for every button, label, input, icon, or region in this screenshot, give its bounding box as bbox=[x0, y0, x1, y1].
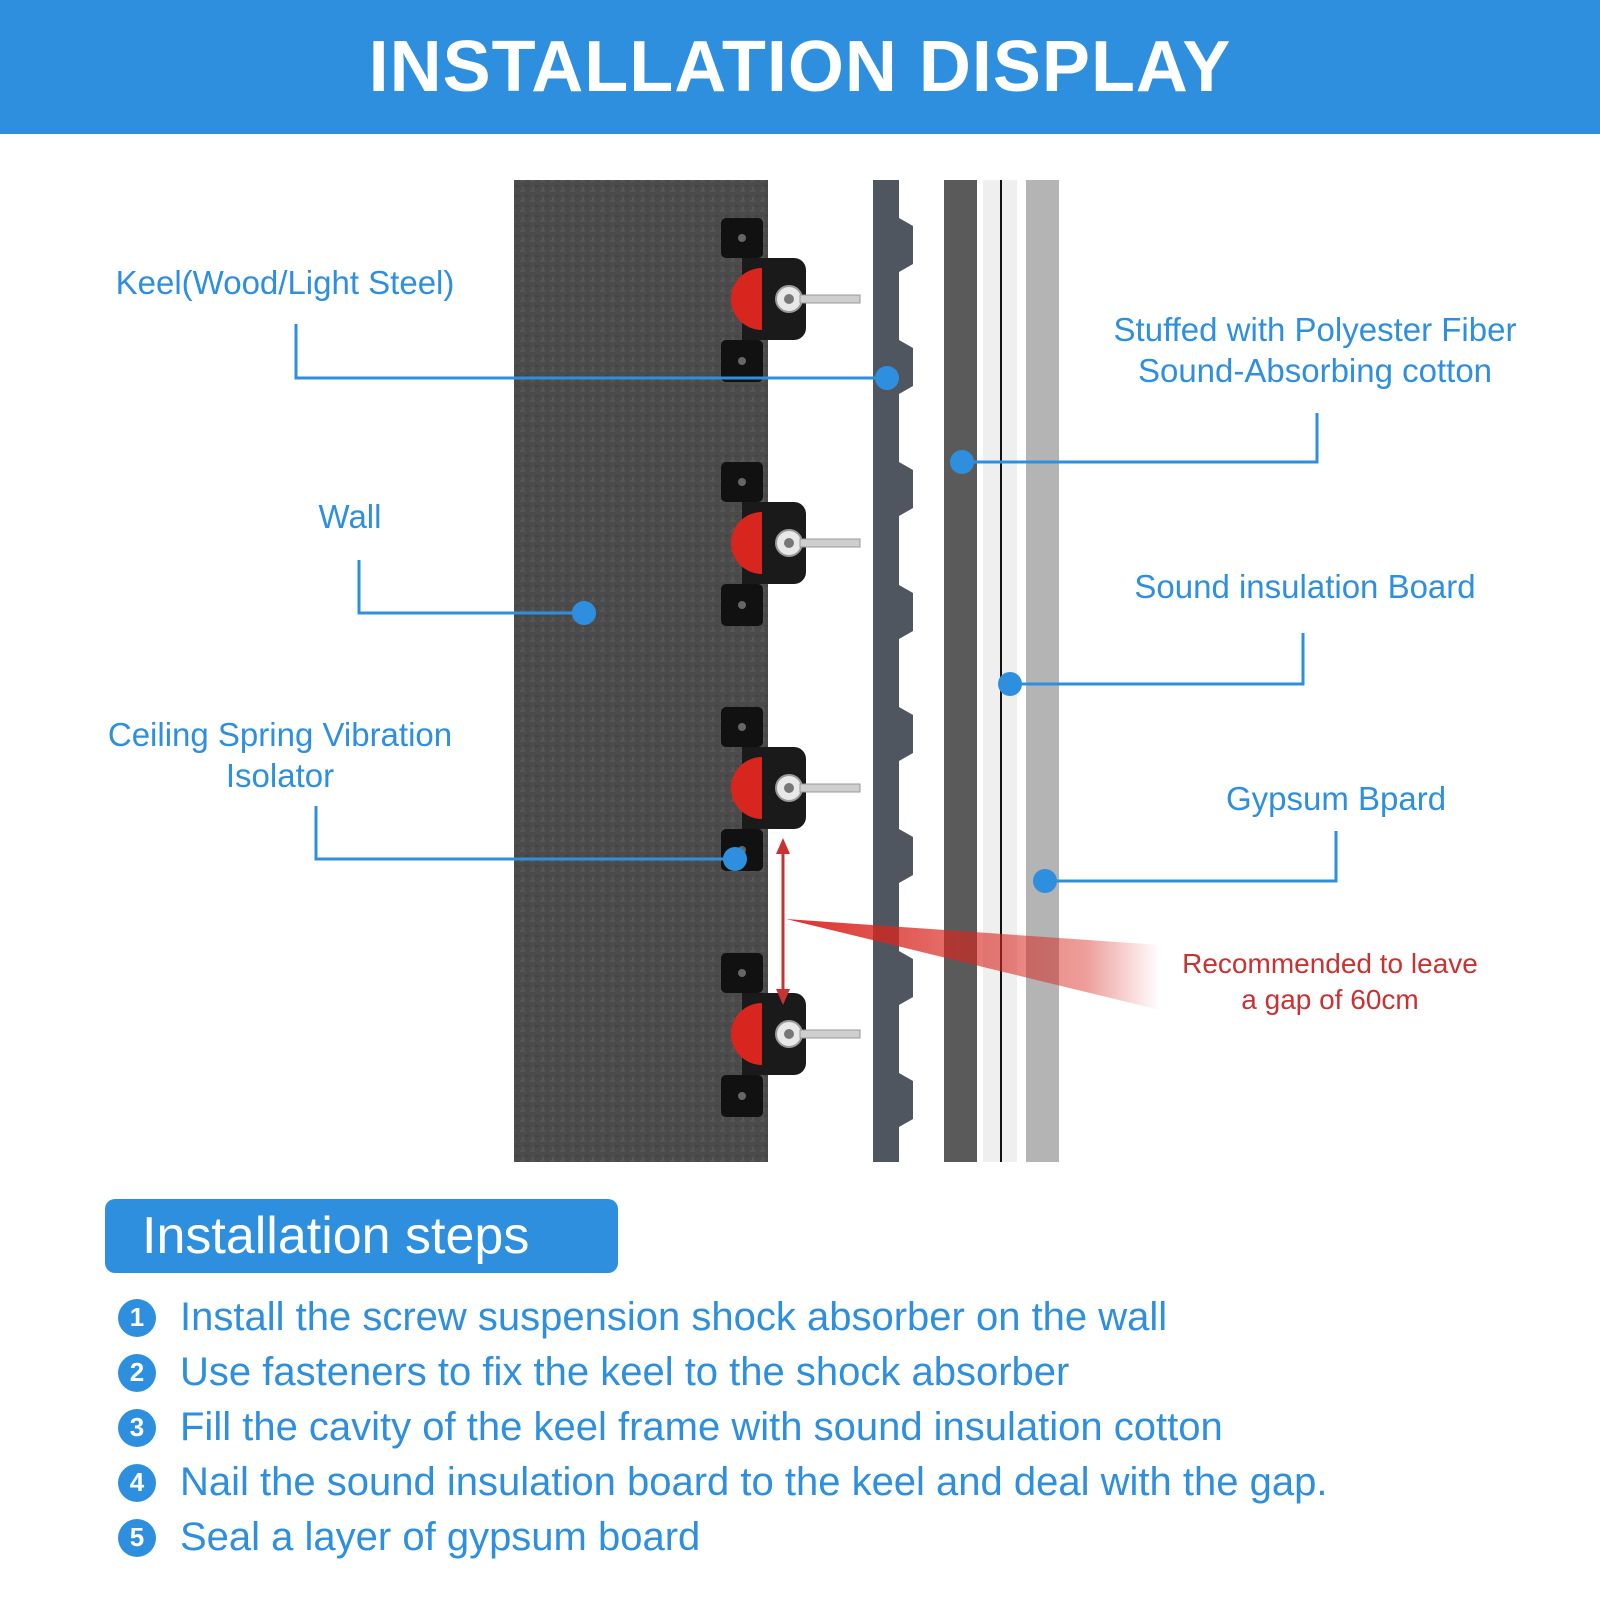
keel-tooth bbox=[899, 462, 913, 516]
bracket-hole bbox=[738, 357, 746, 365]
keel-label-text: Keel(Wood/Light Steel) bbox=[115, 264, 455, 301]
wall-panel bbox=[514, 180, 768, 1162]
isolator-marker-dot bbox=[723, 847, 747, 871]
step-number-badge: 1 bbox=[118, 1298, 156, 1337]
step-number-badge: 2 bbox=[118, 1353, 156, 1392]
keel-tooth bbox=[899, 951, 913, 1005]
wall-leader-line bbox=[357, 560, 584, 615]
threaded-rod bbox=[799, 783, 861, 793]
isolator-nut-hole bbox=[784, 538, 794, 548]
threaded-rod bbox=[799, 294, 861, 304]
isolator-rubber-cushion bbox=[731, 512, 762, 574]
step-text: Seal a layer of gypsum board bbox=[180, 1515, 701, 1559]
keel-marker-dot bbox=[875, 366, 899, 390]
step-number-badge: 5 bbox=[118, 1518, 156, 1557]
insulation-board-label-text: Sound insulation Board bbox=[1134, 568, 1476, 605]
gap-note-line2: a gap of 60cm bbox=[1241, 984, 1419, 1015]
step-text: Nail the sound insulation board to the k… bbox=[180, 1460, 1328, 1504]
isolator-rubber-cushion bbox=[731, 757, 762, 819]
gypsum-leader-line bbox=[1045, 831, 1338, 883]
cotton-label-line1: Stuffed with Polyester Fiber bbox=[1113, 311, 1517, 348]
installation-diagram bbox=[294, 180, 1338, 1162]
isolator-label-line2: Isolator bbox=[225, 757, 335, 794]
isolator-nut-hole bbox=[784, 1029, 794, 1039]
spring-isolator bbox=[721, 953, 861, 1117]
step-text: Install the screw suspension shock absor… bbox=[180, 1295, 1168, 1339]
gap-note: Recommended to leave a gap of 60cm bbox=[1150, 946, 1510, 1018]
step-number-badge: 3 bbox=[118, 1408, 156, 1447]
step-text: Use fasteners to fix the keel to the sho… bbox=[180, 1350, 1070, 1394]
keel-leader-line bbox=[294, 324, 887, 380]
gypsum-label: Gypsum Bpard bbox=[1186, 778, 1486, 819]
gypsum-layer bbox=[1026, 180, 1059, 1162]
isolator-nut-hole bbox=[784, 294, 794, 304]
isolator-rubber-cushion bbox=[731, 268, 762, 330]
keel-tooth bbox=[899, 829, 913, 883]
keel-tooth bbox=[899, 218, 913, 272]
insulation-board-label: Sound insulation Board bbox=[1090, 566, 1520, 607]
step-item: 2 Use fasteners to fix the keel to the s… bbox=[118, 1345, 1327, 1400]
bracket-hole bbox=[738, 234, 746, 242]
bracket-hole bbox=[738, 1092, 746, 1100]
isolator-leader-line bbox=[314, 806, 735, 861]
cotton-layer bbox=[944, 180, 977, 1162]
step-item: 4 Nail the sound insulation board to the… bbox=[118, 1455, 1327, 1510]
gypsum-label-text: Gypsum Bpard bbox=[1225, 780, 1447, 817]
keel-tooth bbox=[899, 707, 913, 761]
wall-label: Wall bbox=[300, 496, 400, 537]
wall-marker-dot bbox=[572, 601, 596, 625]
isolator-rubber-cushion bbox=[731, 1003, 762, 1065]
spring-isolator bbox=[721, 218, 861, 382]
gypsum-marker-dot bbox=[1033, 869, 1057, 893]
cotton-leader-line bbox=[962, 413, 1319, 464]
spring-isolator bbox=[721, 707, 861, 871]
keel-tooth bbox=[899, 585, 913, 639]
insulation-board-leader-line bbox=[1010, 633, 1305, 686]
keel-tooth bbox=[899, 1073, 913, 1127]
steps-list: 1 Install the screw suspension shock abs… bbox=[118, 1290, 1327, 1565]
cotton-marker-dot bbox=[950, 450, 974, 474]
step-item: 5 Seal a layer of gypsum board bbox=[118, 1510, 1327, 1565]
bracket-hole bbox=[738, 601, 746, 609]
gap-note-line1: Recommended to leave bbox=[1182, 948, 1478, 979]
step-number-badge: 4 bbox=[118, 1463, 156, 1502]
isolator-label-line1: Ceiling Spring Vibration bbox=[107, 716, 453, 753]
step-text: Fill the cavity of the keel frame with s… bbox=[180, 1405, 1223, 1449]
gap-highlight-beam bbox=[786, 919, 1160, 1010]
gap-arrow bbox=[776, 838, 790, 1005]
isolator-nut-hole bbox=[784, 783, 794, 793]
keel-tooth bbox=[899, 340, 913, 394]
step-item: 1 Install the screw suspension shock abs… bbox=[118, 1290, 1327, 1345]
bracket-hole bbox=[738, 723, 746, 731]
bracket-hole bbox=[738, 478, 746, 486]
wall-label-text: Wall bbox=[318, 498, 382, 535]
spring-isolator bbox=[721, 462, 861, 626]
keel-profile bbox=[873, 180, 913, 1162]
steps-title: Installation steps bbox=[105, 1199, 618, 1273]
isolator-label: Ceiling Spring Vibration Isolator bbox=[70, 714, 490, 796]
page-title: INSTALLATION DISPLAY bbox=[368, 27, 1232, 107]
keel-label: Keel(Wood/Light Steel) bbox=[80, 262, 490, 303]
insulation-board-marker-dot bbox=[998, 672, 1022, 696]
cotton-label-line2: Sound-Absorbing cotton bbox=[1137, 352, 1493, 389]
bracket-hole bbox=[738, 969, 746, 977]
cotton-label: Stuffed with Polyester Fiber Sound-Absor… bbox=[1075, 309, 1555, 391]
header-banner: INSTALLATION DISPLAY bbox=[0, 0, 1600, 134]
threaded-rod bbox=[799, 1029, 861, 1039]
step-item: 3 Fill the cavity of the keel frame with… bbox=[118, 1400, 1327, 1455]
threaded-rod bbox=[799, 538, 861, 548]
